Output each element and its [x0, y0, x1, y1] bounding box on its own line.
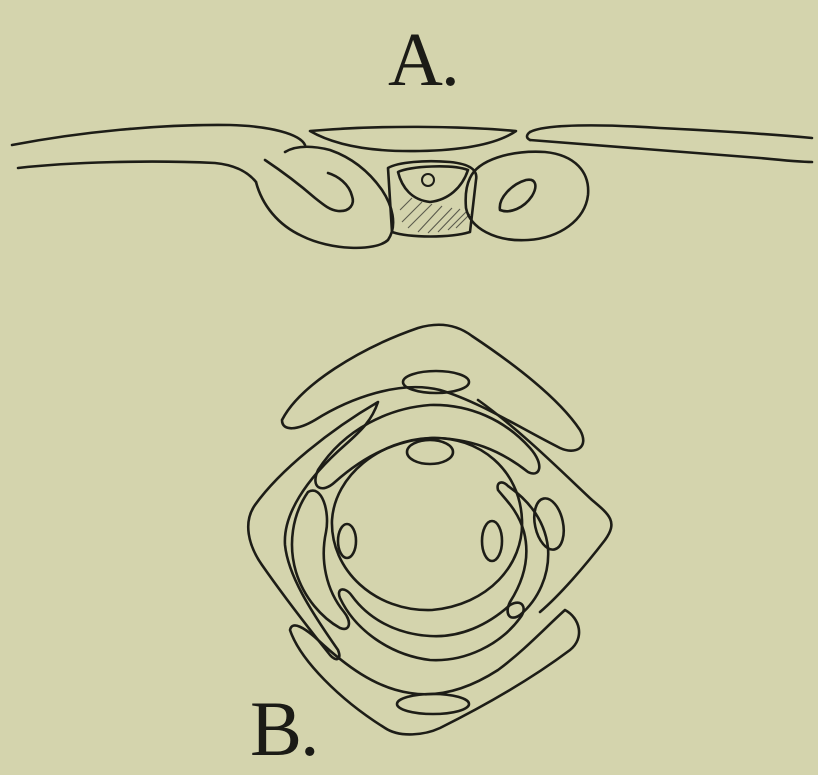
lamina-junction [527, 132, 530, 140]
figure-b-drawing [248, 325, 611, 735]
upper-cover-scale [310, 127, 516, 151]
shaded-tissue [400, 198, 470, 233]
right-oval-lobe [466, 152, 589, 240]
bottom-gland [397, 694, 469, 714]
inner-right-crescent [498, 483, 549, 618]
left-lobe-inner-cavity [265, 160, 353, 211]
figure-a-drawing [12, 125, 812, 248]
strand-center [422, 174, 434, 186]
right-lobe-cavity [500, 180, 536, 212]
inner-bottom-crescent [339, 589, 524, 660]
figure-b-label: B. [250, 690, 318, 768]
right-lamina-upper-edge [530, 125, 812, 138]
upper-locule [407, 440, 453, 464]
right-locule [482, 521, 502, 561]
central-cell [388, 161, 476, 236]
left-recurved-lobe [256, 147, 393, 248]
figure-a-label: A. [388, 22, 458, 98]
left-lamina-upper-edge [12, 125, 305, 145]
left-locule [338, 524, 356, 558]
left-lamina-lower-edge [18, 162, 256, 182]
right-lamina-lower-edge [530, 140, 812, 162]
outer-left-crescent [248, 402, 378, 659]
right-outer-gland [530, 496, 568, 553]
outer-top-crescent [282, 325, 583, 451]
outer-bottom-crescent [290, 610, 579, 734]
